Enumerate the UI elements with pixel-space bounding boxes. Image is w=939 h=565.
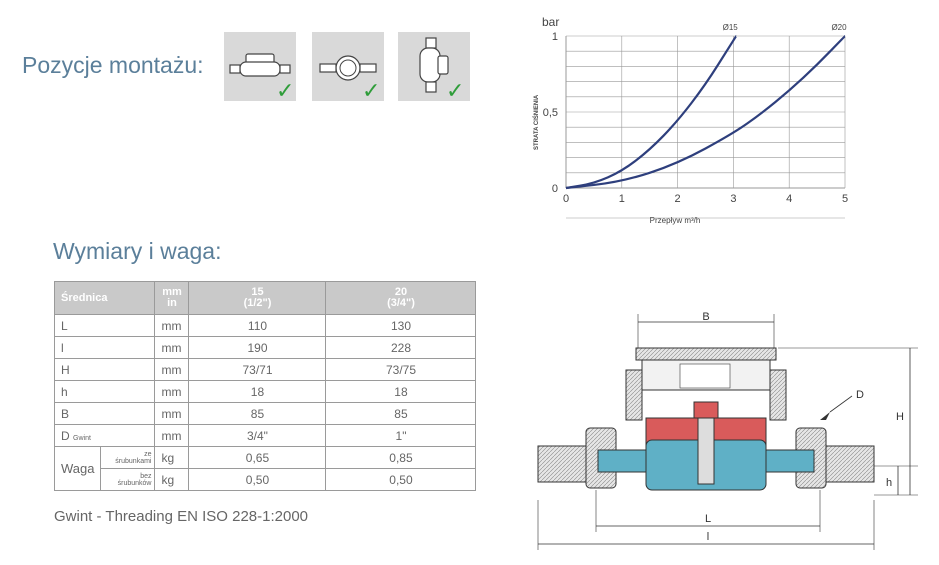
mounting-heading: Pozycje montażu: bbox=[22, 52, 204, 78]
meter-cross-section-drawing: B D H h L l bbox=[537, 311, 918, 550]
meter-vertical-icon: ✓ bbox=[419, 37, 464, 101]
chart-series-line-1 bbox=[565, 35, 846, 190]
mounting-tile-horizontal: ✓ bbox=[224, 32, 296, 101]
dim-label-l: l bbox=[707, 531, 709, 543]
chart-series-line-0 bbox=[565, 35, 738, 190]
check-icon: ✓ bbox=[362, 79, 380, 101]
threading-note: Gwint - Threading EN ISO 228-1:2000 bbox=[54, 508, 309, 525]
chart-x-tick-label: 4 bbox=[786, 193, 792, 205]
meter-top-view-icon: ✓ bbox=[319, 55, 380, 101]
mounting-tile-vertical: ✓ bbox=[398, 32, 470, 101]
table-row: D Gwint mm 3/4"1" bbox=[53, 424, 477, 447]
dim-label-B: B bbox=[702, 311, 709, 323]
chart-x-tick-label: 5 bbox=[842, 193, 848, 205]
check-icon: ✓ bbox=[446, 79, 464, 101]
chart-y-unit: bar bbox=[542, 15, 559, 29]
chart-x-tick-label: 2 bbox=[675, 193, 681, 205]
chart-series bbox=[565, 35, 846, 190]
chart-y-label: STRATA CIŚNIENIA bbox=[533, 94, 540, 150]
dimensions-heading: Wymiary i waga: bbox=[53, 238, 222, 264]
header-dn20: 20(3/4") bbox=[325, 281, 477, 315]
chart-series-label: Ø15 bbox=[723, 23, 739, 32]
chart-ticks: 0 1 2 3 4 5 0 0,5 1 bbox=[543, 31, 848, 205]
chart-y-tick-label: 0,5 bbox=[543, 107, 558, 119]
dim-label-L: L bbox=[705, 513, 711, 525]
chart-x-tick-label: 1 bbox=[619, 193, 625, 205]
chart-series-label: Ø20 bbox=[831, 23, 847, 32]
chart-y-tick-label: 1 bbox=[552, 31, 558, 43]
chart-x-label: Przepływ m³/h bbox=[650, 216, 701, 225]
chart-grid bbox=[565, 35, 846, 219]
dim-label-D: D bbox=[856, 389, 864, 401]
dim-label-h: h bbox=[886, 477, 892, 489]
mounting-tile-top: ✓ bbox=[312, 32, 384, 101]
header-diameter: Średnica bbox=[53, 281, 156, 315]
header-dn15: 15(1/2") bbox=[188, 281, 327, 315]
chart-x-tick-label: 3 bbox=[730, 193, 736, 205]
chart-y-tick-label: 0 bbox=[552, 183, 558, 195]
check-icon: ✓ bbox=[276, 79, 294, 101]
meter-horizontal-icon: ✓ bbox=[229, 53, 294, 101]
dim-label-H: H bbox=[896, 411, 904, 423]
chart-x-tick-label: 0 bbox=[563, 193, 569, 205]
chart-series-labels: Ø15 Ø20 bbox=[723, 23, 847, 32]
